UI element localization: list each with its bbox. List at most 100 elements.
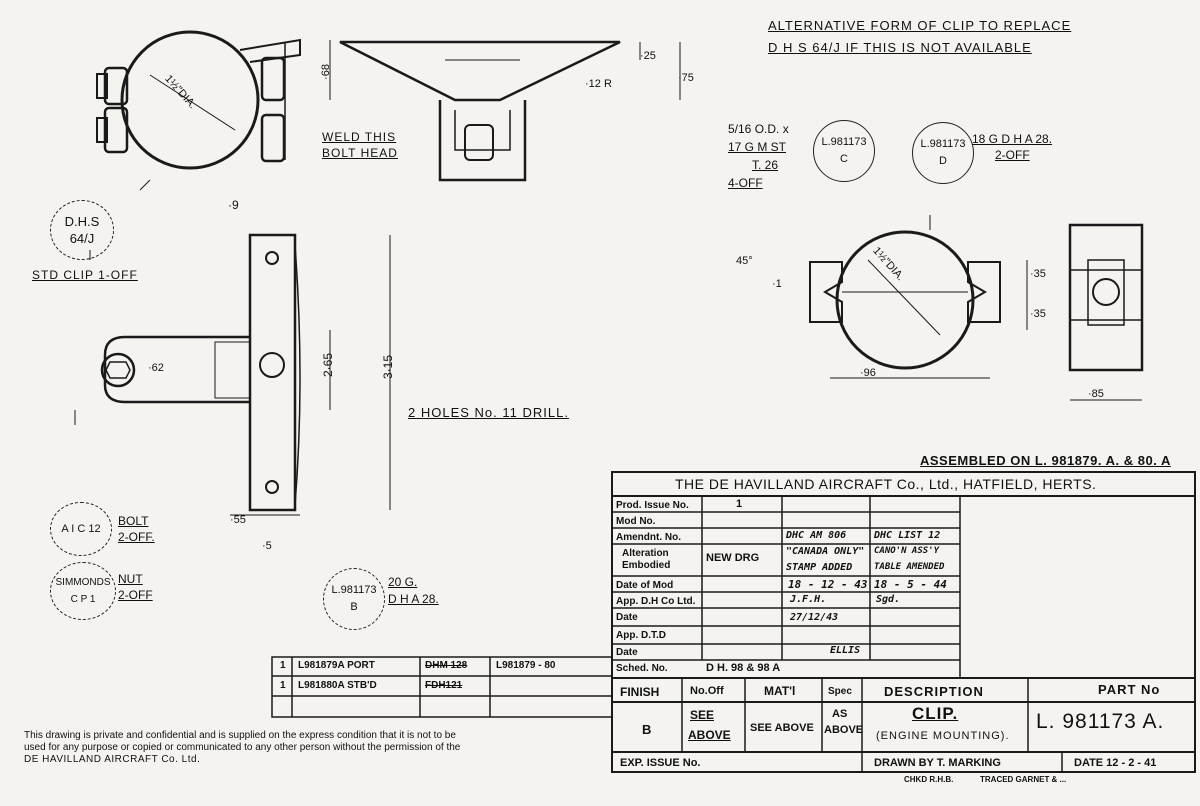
prod-issue-value: 1 [736, 498, 743, 510]
mod3-line2: CANO'N ASS'Y [874, 546, 940, 556]
confidential-line1: This drawing is private and confidential… [24, 730, 456, 741]
dim-05: ·5 [262, 540, 272, 552]
balloon-d-line1: L.981173 [920, 138, 966, 150]
tube-spec-line2: 17 G M ST [728, 140, 787, 154]
material-b-line1: 20 G. [388, 575, 418, 589]
nut-label: NUT [118, 572, 143, 586]
balloon-b-line1: L.981173 [331, 584, 377, 596]
spec-line1: AS [832, 708, 848, 720]
material-value: SEE ABOVE [750, 722, 814, 734]
dim-062: ·62 [148, 362, 164, 374]
material-d-line1: 18 G D H A 28. [972, 132, 1053, 146]
balloon-aic-line1: A I C 12 [61, 522, 101, 535]
drawing-date: DATE 12 - 2 - 41 [1074, 757, 1157, 769]
spec-line2: ABOVE [824, 724, 864, 736]
label-date-2: Date [616, 647, 638, 658]
dim-265: 2·65 [321, 352, 336, 378]
dim-068: ·68 [319, 64, 332, 80]
nut-qty: 2-OFF [118, 588, 153, 602]
label-prod-issue: Prod. Issue No. [616, 500, 689, 511]
label-embodied: Embodied [622, 560, 671, 571]
label-amendnt: Amendnt. No. [616, 532, 681, 543]
company-name: THE DE HAVILLAND AIRCRAFT Co., Ltd., HAT… [675, 476, 1097, 492]
holes-note: 2 HOLES No. 11 DRILL. [408, 405, 569, 420]
assy-row1-part: L981879A PORT [298, 660, 375, 671]
balloon-dhs-line2: 64/J [69, 231, 95, 246]
tube-spec-line3: T. 26 [752, 158, 779, 172]
dim-075: ·75 [678, 72, 694, 84]
header-material: MAT'l [764, 684, 796, 698]
header-spec: Spec [828, 686, 852, 697]
assembled-on-note: ASSEMBLED ON L. 981879. A. & 80. A [920, 453, 1171, 468]
balloon-dhs-64j: D.H.S 64/J [50, 200, 114, 260]
balloon-part-b: L.981173 B [323, 568, 385, 630]
new-drg: NEW DRG [706, 552, 760, 564]
description-subtitle: (ENGINE MOUNTING). [876, 730, 1010, 742]
material-b-line2: D H A 28. [388, 592, 439, 606]
assy-row2-struck: FDH121 [425, 680, 463, 691]
assy-row1-qty: 1 [280, 660, 286, 671]
header-no-off: No.Off [690, 685, 724, 697]
ellis-signature: ELLIS [830, 645, 861, 656]
dim-012r: ·12 R [585, 78, 612, 90]
no-off-line2: ABOVE [688, 728, 731, 742]
assy-row1-struck: DHM 128 [425, 660, 468, 671]
balloon-c-line2: C [840, 153, 848, 165]
bracket-plan-view [74, 233, 391, 516]
assembly-table [271, 656, 613, 718]
bolt-label: BOLT [118, 514, 149, 528]
balloon-sim-line2: C P 1 [70, 594, 96, 605]
label-mod-no: Mod No. [616, 516, 656, 527]
dim-035-upper: ·35 [1030, 268, 1046, 280]
title-block-lines [611, 471, 1196, 773]
dim-055: ·55 [230, 514, 246, 526]
tube-spec-line1: 5/16 O.D. x [728, 122, 789, 136]
dim-035-lower: ·35 [1030, 308, 1046, 320]
assy-row2-part: L981880A STB'D [298, 680, 377, 691]
mod2-approval: J.F.H. [790, 594, 827, 605]
mod3-approval: Sgd. [876, 594, 901, 605]
mod3-line1: DHC LIST 12 [874, 530, 941, 541]
balloon-part-c: L.981173 C [813, 120, 875, 182]
balloon-simmonds: SIMMONDS C P 1 [50, 562, 116, 620]
balloon-aic12: A I C 12 [50, 502, 112, 556]
balloon-d-line2: D [939, 155, 947, 167]
part-number: L. 981173 A. [1036, 710, 1165, 733]
label-date-of-mod: Date of Mod [616, 580, 674, 591]
tube-spec-line4: 4-OFF [728, 176, 763, 190]
mod2-line1: DHC AM 806 [786, 530, 847, 541]
sched-value: D H. 98 & 98 A [706, 662, 781, 674]
mod2-line3: STAMP ADDED [786, 562, 853, 573]
header-description: DESCRIPTION [884, 684, 984, 699]
alt-clip-view [809, 215, 1144, 401]
dim-09: ·9 [228, 198, 239, 212]
confidential-line3: DE HAVILLAND AIRCRAFT Co. Ltd. [24, 754, 201, 765]
header-finish: FINISH [620, 685, 660, 699]
balloon-sim-line1: SIMMONDS [55, 577, 111, 588]
dim-45deg: 45° [736, 255, 753, 267]
mod2-date: 18 - 12 - 43 [788, 578, 868, 591]
finish-value: B [642, 722, 652, 737]
dim-096: ·96 [860, 367, 876, 379]
drawn-by: DRAWN BY T. MARKING [874, 757, 1001, 769]
no-off-line1: SEE [690, 708, 715, 722]
clip-side-view [329, 40, 681, 182]
mod3-line3: TABLE AMENDED [874, 562, 945, 572]
balloon-dhs-line1: D.H.S [64, 214, 100, 229]
confidential-line2: used for any purpose or copied or commun… [24, 742, 461, 753]
weld-note-line2: BOLT HEAD [322, 146, 398, 160]
clip-front-view [96, 30, 301, 191]
mod3-date: 18 - 5 - 44 [874, 578, 947, 591]
label-sched-no: Sched. No. [616, 663, 668, 674]
weld-note-line1: WELD THIS [322, 130, 397, 144]
assy-row1-note: L981879 - 80 [496, 660, 556, 671]
label-alteration: Alteration [622, 548, 669, 559]
dim-01: ·1 [772, 278, 782, 290]
description-title: CLIP. [912, 704, 959, 723]
balloon-part-d: L.981173 D [912, 122, 974, 184]
material-d-line2: 2-OFF [995, 148, 1030, 162]
dim-315: 3·15 [381, 354, 396, 380]
dim-085: ·85 [1088, 388, 1104, 400]
balloon-c-line1: L.981173 [821, 136, 867, 148]
checked-by: CHKD R.H.B. [904, 775, 954, 784]
